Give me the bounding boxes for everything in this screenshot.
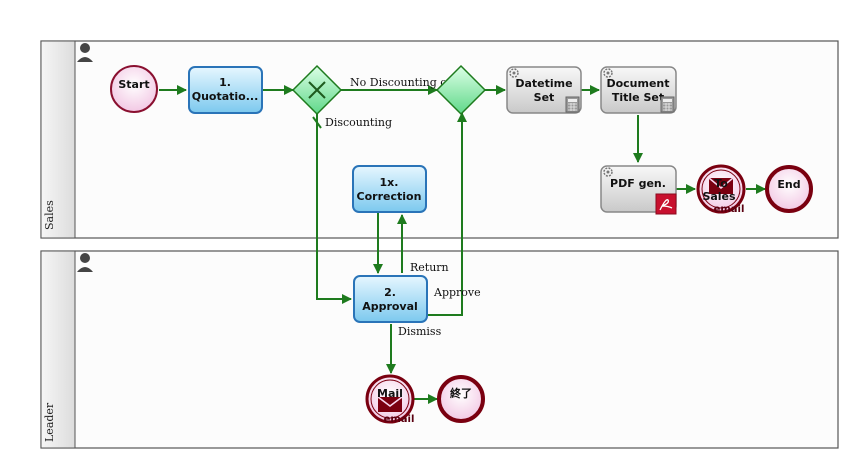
message-event-to-sales[interactable]: To Sales email [696,164,746,215]
message-event-mail[interactable]: Mail email [365,374,415,425]
task-correction[interactable]: 1x. Correction [352,165,427,213]
message-event-to-sales-line2: Sales [702,190,736,203]
flow-label-discounting: Discounting [325,116,392,129]
lane-leader: Leader [40,250,839,449]
calculator-icon [660,96,675,113]
merge-gateway[interactable] [435,64,487,116]
task-quotation-number: 1. [219,76,231,89]
task-doctitle-line2: Title Set [612,91,664,104]
start-event[interactable]: Start [110,65,158,113]
message-event-mail-tag: email [384,414,415,425]
lane-sales: Sales [40,40,839,239]
flow-label-return: Return [410,261,449,274]
task-pdf-gen[interactable]: PDF gen. [600,165,677,215]
task-datetime-set[interactable]: Datetime Set [506,66,582,114]
task-document-title-set[interactable]: Document Title Set [600,66,677,114]
end-event-jp-label: 終了 [450,386,472,400]
calculator-icon [565,96,580,113]
task-correction-name: Correction [357,190,422,203]
message-event-mail-label: Mail [377,387,403,400]
end-event[interactable]: End [765,165,813,213]
task-correction-number: 1x. [380,176,399,189]
flow-discounting[interactable] [316,114,352,304]
sequence-flows [159,85,766,404]
task-datetime-line1: Datetime [515,77,572,90]
exclusive-gateway[interactable] [291,64,343,116]
pdf-icon [655,193,677,215]
gear-icon [509,68,519,78]
flow-approve[interactable] [428,112,467,316]
end-event-label: End [777,178,800,191]
start-event-label: Start [118,78,149,91]
flow-label-dismiss: Dismiss [398,325,442,338]
person-icon [77,43,93,62]
task-quotation-name: Quotatio... [192,90,259,103]
gear-icon [603,167,613,177]
task-approval-number: 2. [384,286,396,299]
end-event-jp[interactable]: 終了 [437,375,485,423]
flow-label-no-discounting: No Discounting or [350,76,453,89]
task-doctitle-line1: Document [606,77,669,90]
person-icon [77,253,93,272]
message-event-to-sales-line1: To [714,177,728,190]
message-event-to-sales-tag: email [714,204,745,215]
lane-label-sales: Sales [43,200,56,230]
envelope-icon [708,177,734,194]
envelope-icon [377,396,403,412]
task-approval[interactable]: 2. Approval [353,275,428,323]
task-quotation[interactable]: 1. Quotatio... [188,66,263,114]
task-datetime-line2: Set [534,91,555,104]
default-flow-marker [312,116,322,129]
lane-label-leader: Leader [43,402,56,442]
task-pdf-gen-label: PDF gen. [610,177,666,190]
task-approval-name: Approval [362,300,418,313]
flow-label-approve: Approve [433,286,481,299]
gear-icon [603,68,613,78]
